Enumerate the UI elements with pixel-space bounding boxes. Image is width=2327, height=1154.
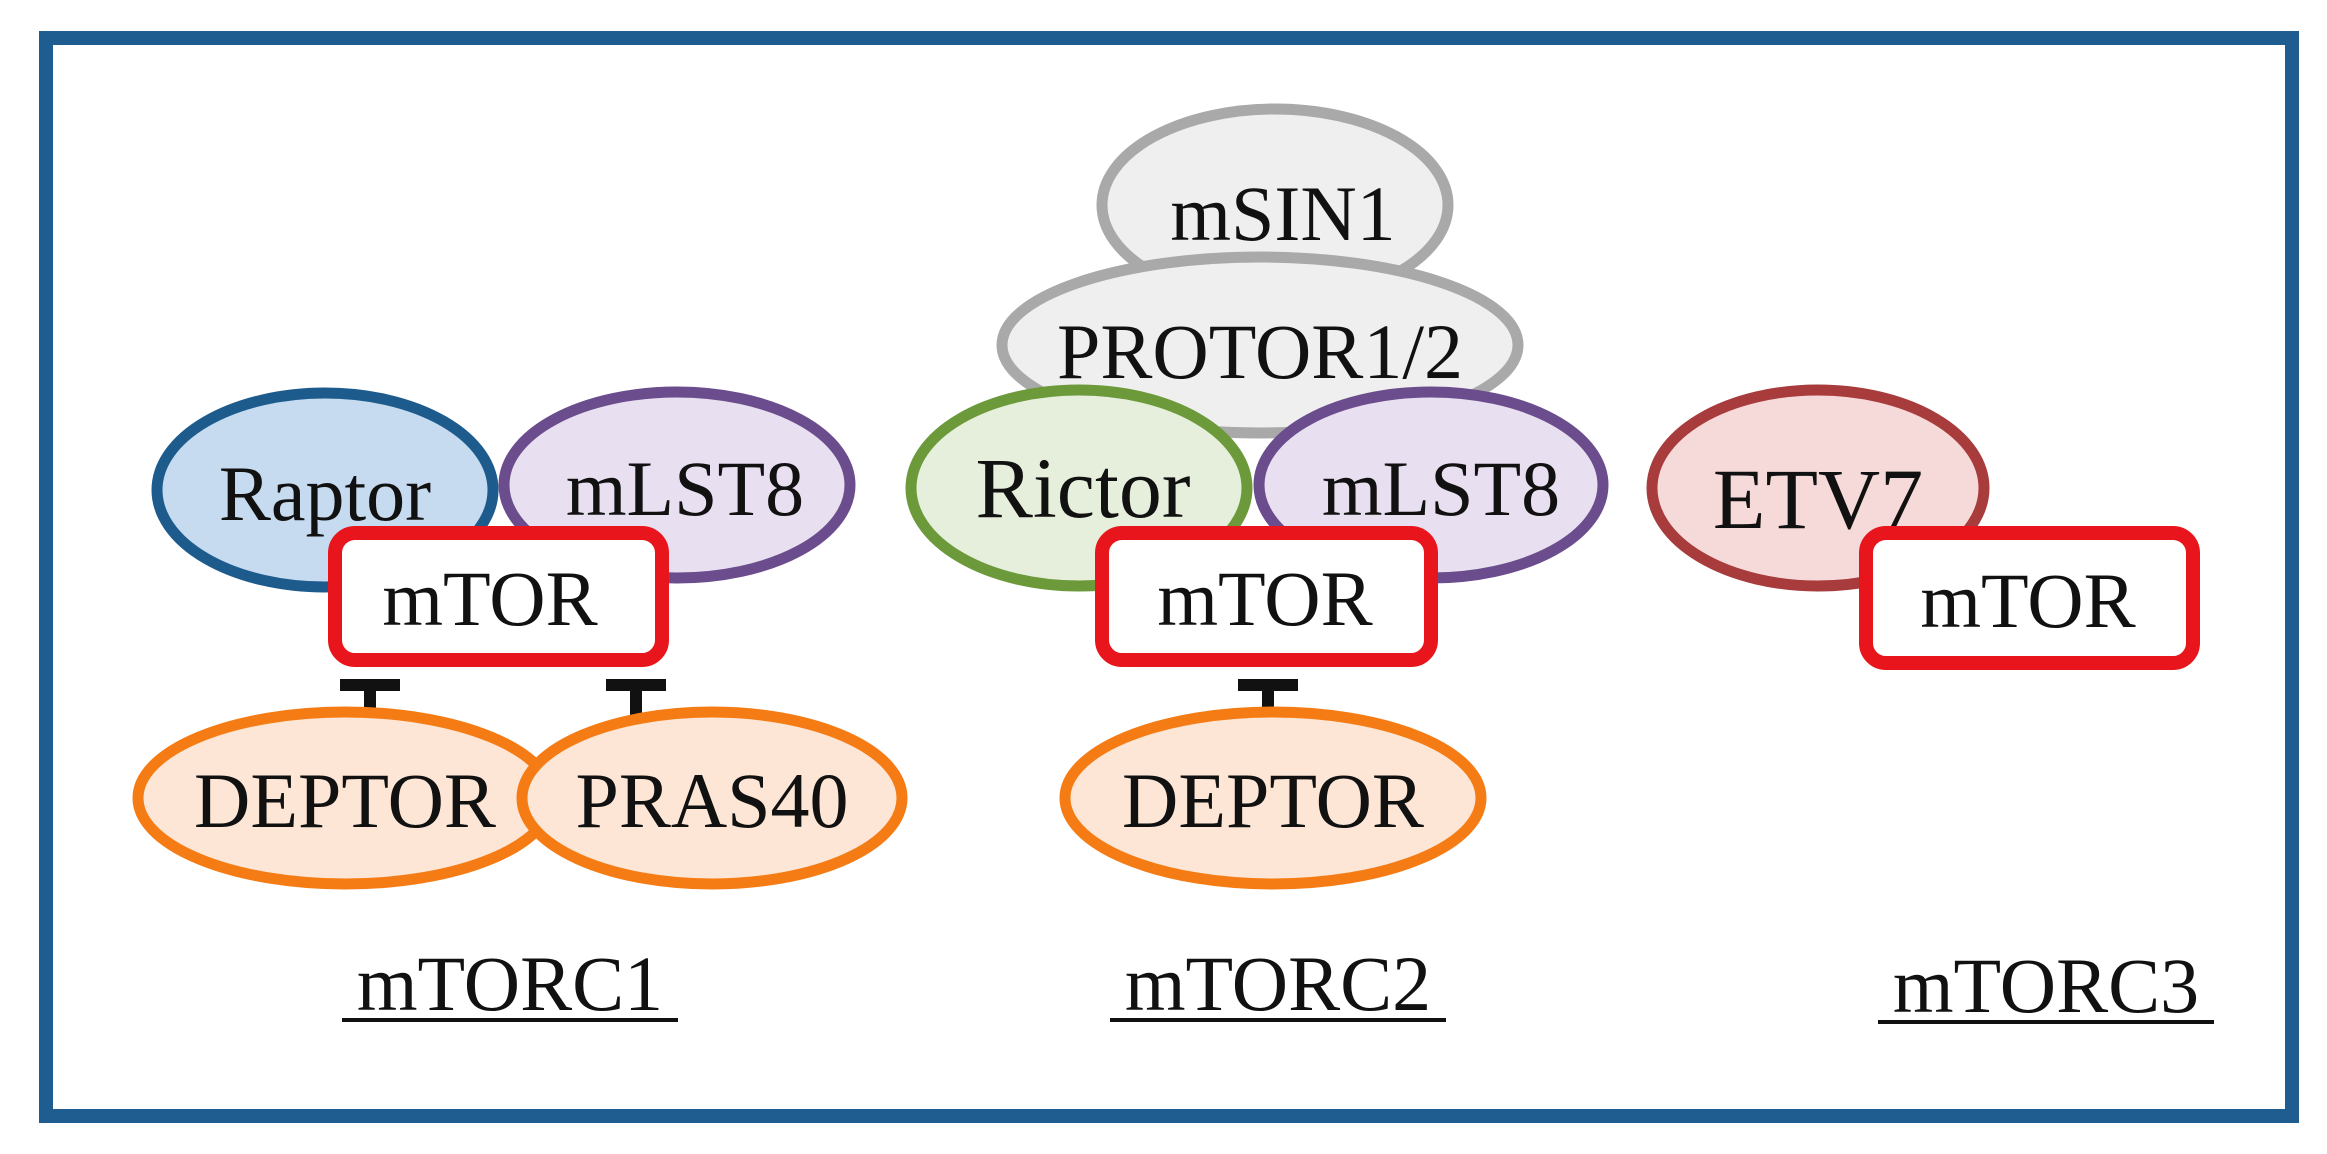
diagram-frame	[39, 31, 2299, 1123]
node-mtor: mTOR	[1859, 526, 2200, 670]
node-rictor-label: Rictor	[976, 440, 1191, 536]
complex-mtorc2: mSIN1 PROTOR1/2 Rictor mLST8 mTOR DEPTOR…	[905, 103, 1609, 1027]
node-mlst8-label: mLST8	[566, 445, 804, 532]
node-deptor-label: DEPTOR	[194, 757, 496, 844]
node-msin1-label: mSIN1	[1170, 170, 1395, 257]
node-mtor-label: mTOR	[1920, 557, 2135, 644]
complex-title-mtorc2: mTORC2	[1125, 940, 1431, 1027]
node-pras40-label: PRAS40	[575, 757, 848, 844]
node-mtor-label: mTOR	[382, 555, 597, 642]
node-pras40: PRAS40	[516, 706, 908, 890]
node-protor: PROTOR1/2	[996, 251, 1524, 439]
node-protor-label: PROTOR1/2	[1057, 308, 1463, 395]
node-deptor-label: DEPTOR	[1122, 757, 1424, 844]
node-raptor-label: Raptor	[219, 450, 431, 537]
complex-mtorc1: Raptor mLST8 mTOR DEPTOR PRAS40 mTORC1	[132, 386, 908, 1027]
node-raptor: Raptor	[151, 387, 499, 593]
node-mtor: mTOR	[1095, 526, 1438, 667]
complex-title-mtorc3: mTORC3	[1893, 942, 2199, 1029]
node-mtor-label: mTOR	[1157, 555, 1372, 642]
node-mlst8-label: mLST8	[1322, 445, 1560, 532]
complex-title-mtorc1: mTORC1	[357, 940, 663, 1027]
node-mtor: mTOR	[328, 526, 669, 667]
complex-mtorc3: ETV7 mTOR mTORC3	[1646, 384, 2214, 1029]
node-deptor: DEPTOR	[1059, 706, 1487, 890]
node-deptor: DEPTOR	[132, 706, 558, 890]
